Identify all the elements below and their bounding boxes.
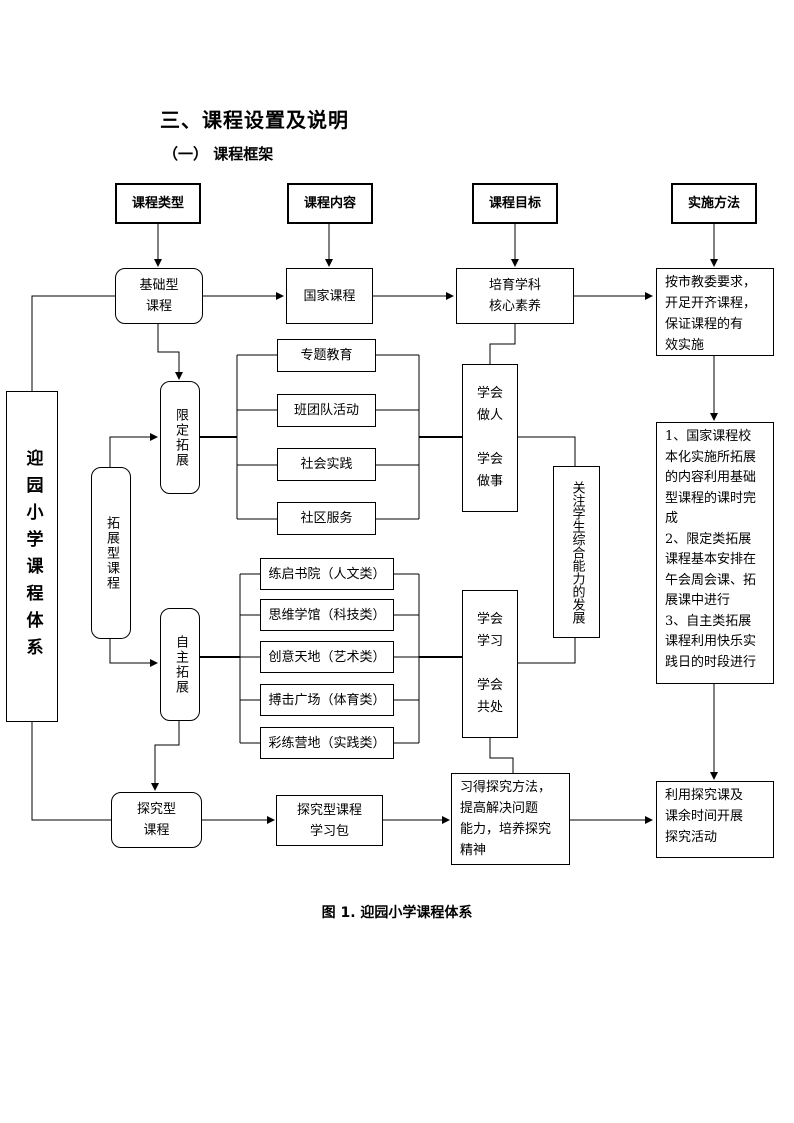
method-inquiry-node: 利用探究课及 课余时间开展 探究活动	[656, 781, 774, 858]
school-course-system-node: 迎园小学课程体系	[6, 391, 58, 722]
inquiry-pack-node: 探究型课程 学习包	[276, 795, 383, 846]
method-national-node: 按市教委要求， 开足开齐课程， 保证课程的有 效实施	[656, 268, 774, 356]
limited-item: 班团队活动	[277, 394, 376, 427]
develop-ability-node: 关注学生综合能力的发展	[553, 466, 600, 638]
inquiry-goal-node: 习得探究方法， 提高解决问题 能力，培养探究 精神	[451, 773, 570, 865]
basic-course-node: 基础型 课程	[115, 268, 203, 324]
header-course-goal: 课程目标	[472, 183, 558, 224]
header-course-content: 课程内容	[287, 183, 373, 224]
figure-caption: 图 1. 迎园小学课程体系	[321, 905, 473, 921]
free-item: 创意天地（艺术类）	[260, 641, 394, 673]
free-item: 彩练营地（实践类）	[260, 727, 394, 759]
header-implementation-method: 实施方法	[671, 183, 757, 224]
free-item: 思维学馆（科技类）	[260, 599, 394, 631]
national-course-node: 国家课程	[286, 268, 373, 324]
inquiry-course-node: 探究型 课程	[111, 792, 202, 848]
subsection-heading: （一） 课程框架	[163, 145, 274, 163]
free-extension-node: 自主拓展	[160, 608, 200, 721]
header-course-type: 课程类型	[115, 183, 201, 224]
extended-course-node: 拓展型课程	[91, 467, 131, 639]
section-heading: 三、课程设置及说明	[160, 108, 349, 132]
free-item: 搏击广场（体育类）	[260, 684, 394, 716]
method-extension-node: 1、国家课程校 本化实施所拓展 的内容利用基础 型课程的课时完 成 2、限定类拓…	[656, 422, 774, 684]
limited-item: 社区服务	[277, 502, 376, 535]
limited-extension-node: 限定拓展	[160, 381, 200, 494]
core-literacy-node: 培育学科 核心素养	[456, 268, 574, 324]
learn-person-node: 学会 做人 学会 做事	[462, 364, 518, 512]
limited-item: 社会实践	[277, 448, 376, 481]
free-item: 练启书院（人文类）	[260, 558, 394, 590]
limited-item: 专题教育	[277, 339, 376, 372]
learn-study-node: 学会 学习 学会 共处	[462, 590, 518, 738]
